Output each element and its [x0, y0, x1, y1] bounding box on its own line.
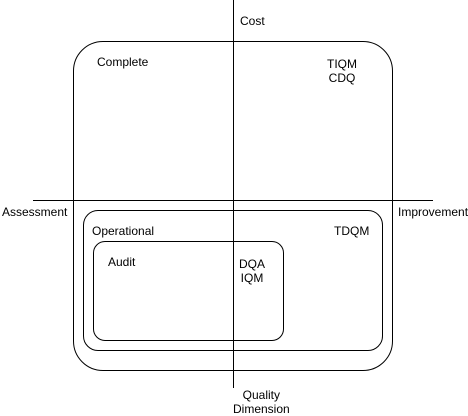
region-label-audit: Audit	[108, 255, 136, 269]
complete-methods: TIQM CDQ	[327, 57, 357, 85]
axis-label-quality-dimension-line-2: Dimension	[233, 402, 290, 416]
axis-label-quality-dimension-line-1: Quality	[242, 388, 281, 402]
method-cdq: CDQ	[328, 71, 356, 85]
audit-region-box	[93, 241, 284, 341]
axis-label-cost: Cost	[240, 14, 265, 28]
audit-methods: DQA IQM	[239, 257, 265, 285]
vertical-axis-line	[233, 0, 234, 388]
region-label-operational: Operational	[92, 224, 155, 238]
method-iqm: IQM	[240, 271, 264, 285]
axis-label-improvement: Improvement	[398, 205, 468, 219]
axis-label-assessment: Assessment	[2, 205, 68, 219]
method-tdqm: TDQM	[334, 224, 370, 238]
axis-label-quality-dimension: Quality Dimension	[233, 388, 290, 416]
region-label-complete: Complete	[97, 55, 149, 69]
method-dqa: DQA	[239, 257, 266, 271]
method-tiqm: TIQM	[327, 57, 357, 71]
